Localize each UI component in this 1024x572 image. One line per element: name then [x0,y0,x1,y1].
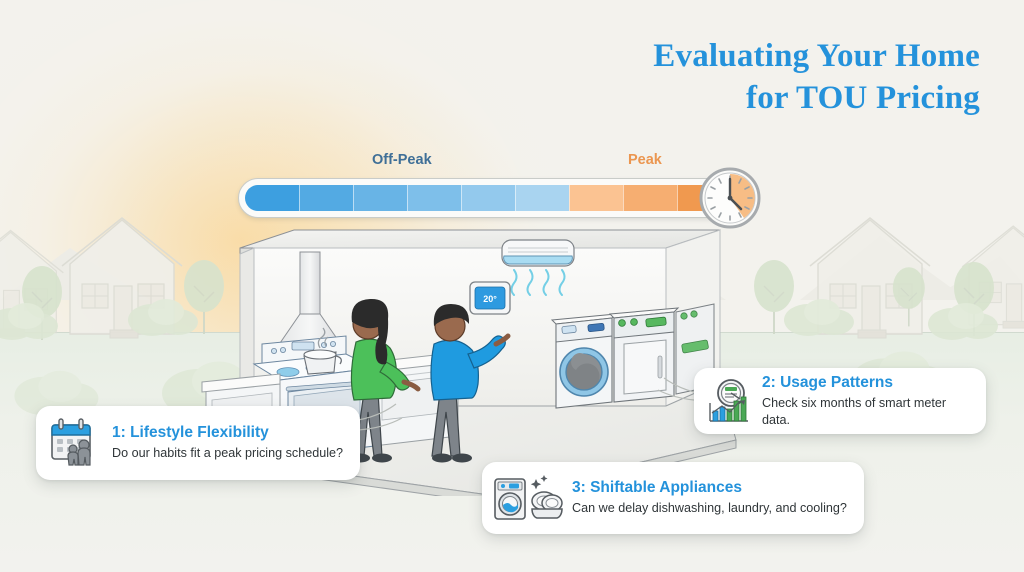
page-title: Evaluating Your Home for TOU Pricing [540,36,980,120]
tou-pricing-bar[interactable]: Off-Peak Peak [238,152,761,229]
tou-segment-offpeak-6 [515,185,569,211]
bar-chart [709,396,748,422]
person-thermostat [430,304,511,463]
tou-segment-peak-2 [623,185,677,211]
dryer [608,307,680,403]
card-subtitle: Can we delay dishwashing, laundry, and c… [572,501,847,516]
thermostat: 20° [469,281,511,315]
title-line-1: Evaluating Your Home [653,38,980,74]
smart-meter-chart-icon [704,377,754,425]
washing-machine [550,313,618,409]
callout-card-usage-patterns[interactable]: 2: Usage Patterns Check six months of sm… [694,368,986,434]
card-text-block: 3: Shiftable Appliances Can we delay dis… [572,479,847,517]
tou-segment-offpeak-3 [353,185,407,211]
card-text-block: 2: Usage Patterns Check six months of sm… [762,374,974,428]
dishes [531,491,563,519]
calendar-family-icon [48,417,104,469]
tou-segment-peak-1 [569,185,623,211]
card-text-block: 1: Lifestyle Flexibility Do our habits f… [112,424,343,462]
sparkles [530,475,548,490]
off-peak-label: Off-Peak [372,152,432,168]
tou-segment-offpeak-5 [461,185,515,211]
tou-segment-offpeak-1 [245,185,299,211]
card-title: 2: Usage Patterns [762,374,893,391]
washer-dishes-icon [492,473,564,523]
person-cooking [350,298,421,463]
clock-icon [699,167,761,229]
card-title: 3: Shiftable Appliances [572,479,742,497]
airflow-waves [510,269,566,296]
tou-bar-track [238,178,738,218]
peak-label: Peak [628,152,662,168]
title-line-2: for TOU Pricing [746,79,980,116]
card-title: 1: Lifestyle Flexibility [112,424,269,442]
tou-segment-offpeak-4 [407,185,461,211]
thermostat-reading: 20° [483,294,497,304]
card-subtitle: Check six months of smart meter data. [762,396,947,427]
tou-bar-segments [245,185,731,211]
cooking-pot [303,327,342,375]
callout-card-lifestyle-flexibility[interactable]: 1: Lifestyle Flexibility Do our habits f… [36,406,360,480]
air-conditioner [501,239,575,296]
card-subtitle: Do our habits fit a peak pricing schedul… [112,446,344,461]
tou-segment-offpeak-2 [299,185,353,211]
callout-card-shiftable-appliances[interactable]: 3: Shiftable Appliances Can we delay dis… [482,462,864,534]
